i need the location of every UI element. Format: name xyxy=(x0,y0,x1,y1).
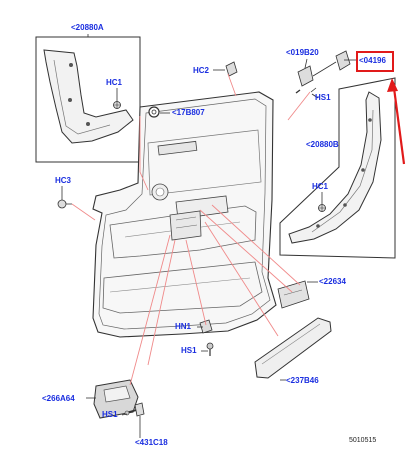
label-22634[interactable]: <22634 xyxy=(319,277,346,286)
trim-piece-237B46[interactable] xyxy=(254,317,332,379)
cover-431C18[interactable] xyxy=(134,402,145,417)
clip-hc1-left[interactable] xyxy=(113,101,121,109)
label-266A64[interactable]: <266A64 xyxy=(42,394,75,403)
bracket-22634[interactable] xyxy=(277,280,310,309)
label-hc3[interactable]: HC3 xyxy=(55,176,72,185)
highlight-box xyxy=(356,51,394,72)
label-431C18[interactable]: <431C18 xyxy=(135,438,168,447)
label-hs1-top[interactable]: HS1 xyxy=(315,93,331,102)
inset-box-left xyxy=(35,36,141,163)
label-hc2[interactable]: HC2 xyxy=(193,66,210,75)
trim-strip-right[interactable] xyxy=(288,91,382,244)
screw-hs1-mid[interactable] xyxy=(206,342,214,356)
label-20880B[interactable]: <20880B xyxy=(306,140,339,149)
label-hc1-top[interactable]: HC1 xyxy=(106,78,123,87)
door-trim-panel[interactable] xyxy=(92,91,277,338)
reference-number: 5010515 xyxy=(349,437,377,444)
trim-strip-left[interactable] xyxy=(43,49,134,144)
clip-17B807[interactable] xyxy=(148,106,160,118)
label-237B46[interactable]: <237B46 xyxy=(286,376,319,385)
clip-hc3[interactable] xyxy=(57,199,72,209)
clip-hc2[interactable] xyxy=(225,61,238,77)
leader-lines xyxy=(61,34,356,438)
clip-hn1[interactable] xyxy=(199,319,213,334)
label-17B807[interactable]: <17B807 xyxy=(172,108,205,117)
label-hn1[interactable]: HN1 xyxy=(175,322,192,331)
inset-box-right xyxy=(279,77,396,259)
label-hs1-mid[interactable]: HS1 xyxy=(181,346,197,355)
label-019B20[interactable]: <019B20 xyxy=(286,48,319,57)
clip-hc1-right[interactable] xyxy=(318,204,326,212)
label-hc1-right[interactable]: HC1 xyxy=(312,182,329,191)
label-hs1-bottom[interactable]: HS1 xyxy=(102,410,118,419)
label-20880A[interactable]: <20880A xyxy=(71,23,104,32)
highlight-arrow xyxy=(387,78,406,165)
label-04196[interactable]: <04196 xyxy=(359,56,386,65)
assembly-guide-lines xyxy=(71,73,311,386)
handle-266A64[interactable] xyxy=(93,379,139,419)
bracket-assembly-top[interactable] xyxy=(295,50,351,99)
